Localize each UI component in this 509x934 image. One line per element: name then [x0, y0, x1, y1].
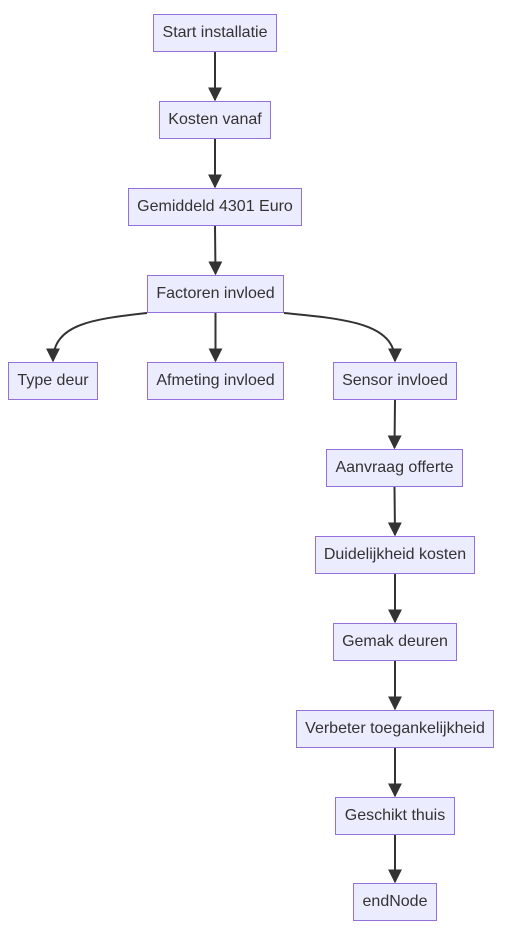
node-end: endNode [353, 883, 437, 921]
node-start-installatie: Start installatie [153, 14, 277, 52]
node-label: Gemak deuren [342, 633, 448, 650]
edge-gemiddeld-to-factoren [208, 225, 223, 276]
node-sensor-invloed: Sensor invloed [333, 362, 457, 400]
node-kosten-vanaf: Kosten vanaf [159, 101, 271, 139]
node-label: Verbeter toegankelijkheid [305, 720, 485, 737]
node-label: Gemiddeld 4301 Euro [137, 198, 293, 215]
node-factoren-invloed: Factoren invloed [147, 275, 284, 313]
node-label: endNode [362, 893, 428, 910]
edge-sensor-to-aanvraag [387, 399, 402, 450]
node-gemak-deuren: Gemak deuren [333, 623, 457, 661]
node-label: Type deur [17, 372, 89, 389]
node-label: Factoren invloed [156, 285, 275, 302]
node-label: Geschikt thuis [344, 807, 446, 824]
edge-factoren-to-type_deur [46, 312, 148, 363]
edge-aanvraag-to-duidelijkheid [387, 486, 402, 537]
edge-factoren-to-sensor [283, 312, 402, 363]
node-verbeter-toegankelijkheid: Verbeter toegankelijkheid [296, 710, 494, 748]
node-aanvraag-offerte: Aanvraag offerte [326, 449, 463, 487]
node-label: Kosten vanaf [168, 111, 262, 128]
node-type-deur: Type deur [8, 362, 98, 400]
node-label: Aanvraag offerte [335, 459, 454, 476]
node-geschikt-thuis: Geschikt thuis [335, 797, 455, 835]
node-label: Sensor invloed [342, 372, 448, 389]
node-gemiddeld-euro: Gemiddeld 4301 Euro [128, 188, 302, 226]
node-label: Afmeting invloed [156, 372, 275, 389]
node-label: Start installatie [162, 24, 268, 41]
node-duidelijkheid-kosten: Duidelijkheid kosten [315, 536, 475, 574]
node-afmeting-invloed: Afmeting invloed [147, 362, 284, 400]
node-label: Duidelijkheid kosten [323, 546, 467, 563]
